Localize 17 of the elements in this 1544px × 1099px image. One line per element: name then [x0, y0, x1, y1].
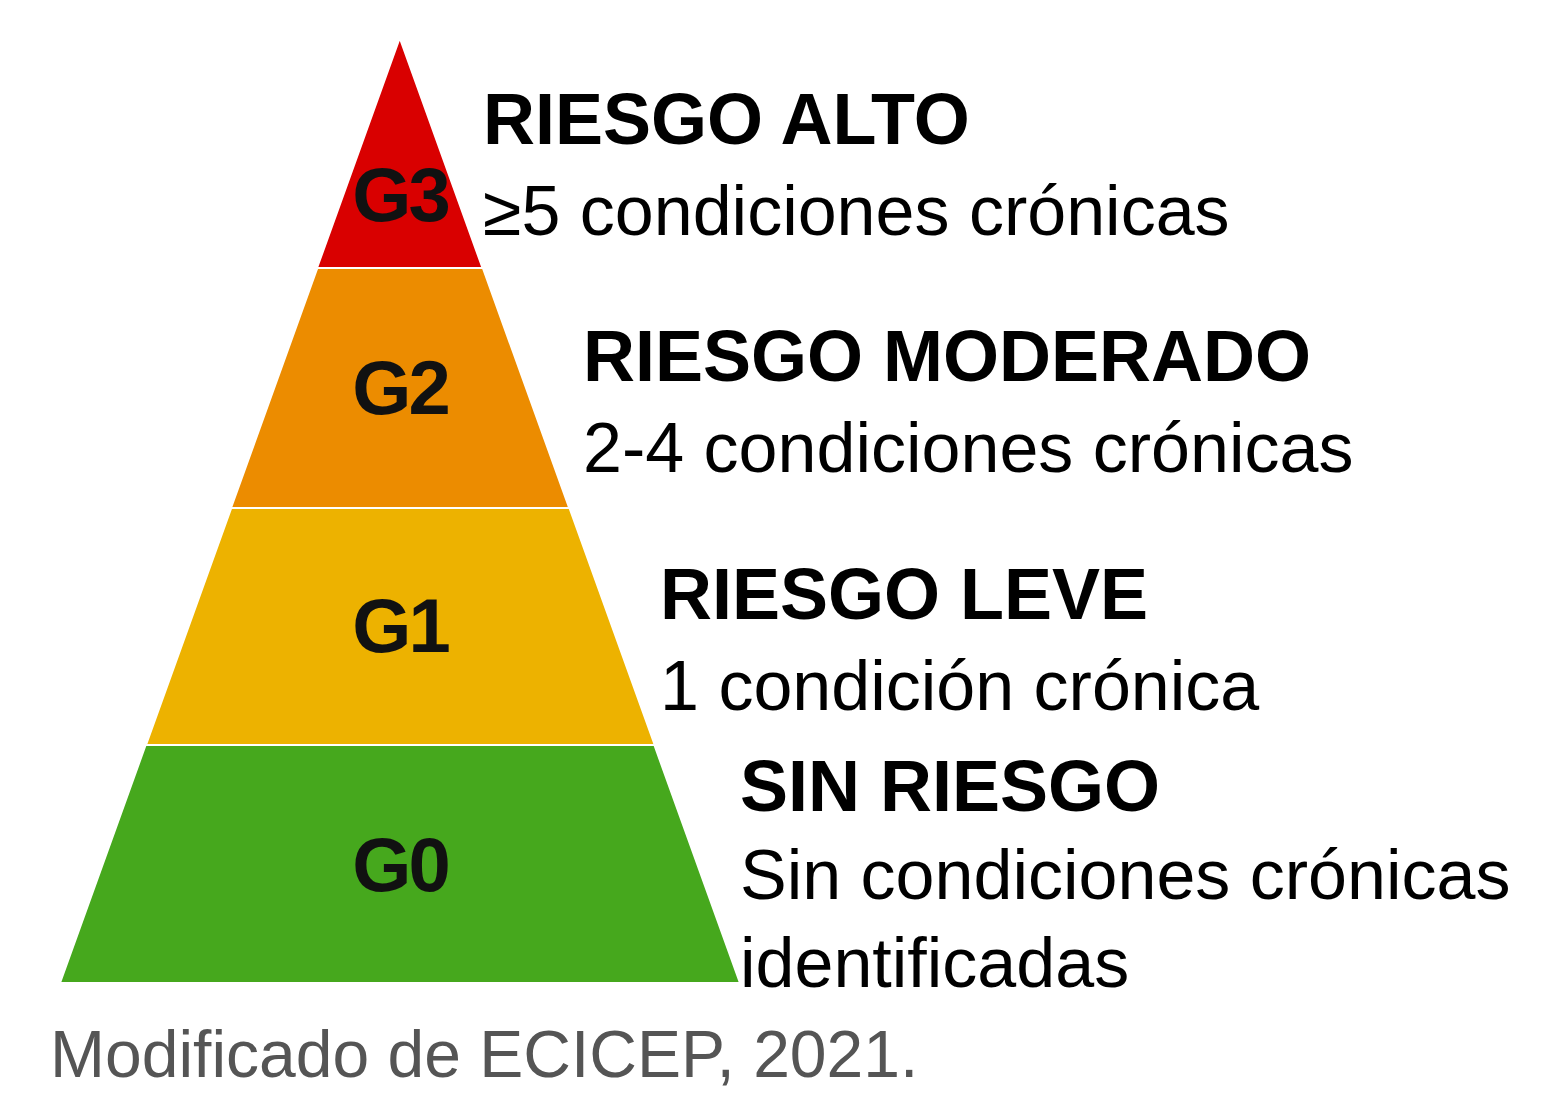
risk-heading: RIESGO MODERADO	[583, 315, 1312, 398]
risk-description: 1 condición crónica	[660, 646, 1260, 727]
pyramid-tier	[317, 38, 483, 268]
pyramid-tier	[145, 508, 655, 745]
risk-heading: SIN RIESGO	[740, 745, 1161, 828]
pyramid-tier	[230, 268, 570, 508]
risk-heading: RIESGO LEVE	[660, 553, 1149, 636]
caption: Modificado de ECICEP, 2021.	[50, 1016, 919, 1093]
risk-description: Sin condiciones crónicas identificadas	[740, 835, 1512, 1004]
risk-description: 2-4 condiciones crónicas	[583, 408, 1354, 489]
tier-label: G2	[352, 350, 448, 426]
tier-label: G0	[352, 827, 448, 903]
tier-label: G3	[352, 157, 448, 233]
tier-label: G1	[352, 588, 448, 664]
risk-description: ≥5 condiciones crónicas	[483, 171, 1230, 252]
pyramid-tier	[60, 745, 740, 983]
risk-heading: RIESGO ALTO	[483, 78, 970, 161]
